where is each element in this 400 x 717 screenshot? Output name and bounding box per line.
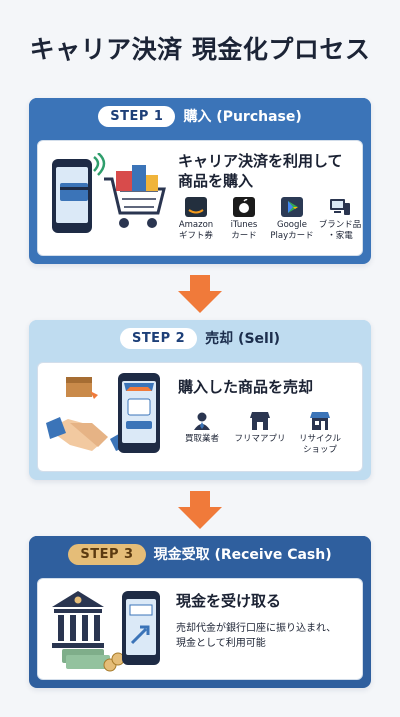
step-1-card: STEP 1 購入 (Purchase) キャリア決済を利用して 商品を購入 xyxy=(29,98,371,264)
item-buyer: 買取業者 xyxy=(174,411,230,456)
step-3-description-line-1: 売却代金が銀行口座に振り込まれ、 xyxy=(176,623,337,634)
item-google-play-label: Google Playカード xyxy=(270,220,314,241)
step-2-item-row: 買取業者 フリマアプリ リサイクル ショップ xyxy=(174,411,350,456)
item-flea-market-app: フリマアプリ xyxy=(230,411,290,456)
bank-cash-illustration xyxy=(52,591,160,672)
arrow-down-icon xyxy=(178,491,222,529)
item-recycle-shop: リサイクル ショップ xyxy=(290,411,350,456)
step-2-card: STEP 2 売却 (Sell) 購入した商品を売却 xyxy=(29,320,371,480)
item-flea-market-app-label: フリマアプリ xyxy=(234,434,286,444)
phone-cart-illustration xyxy=(52,153,166,233)
step-3-title: 現金受取 (Receive Cash) xyxy=(153,547,332,563)
item-google-play: Google Playカード xyxy=(268,197,316,242)
step-1-headline-line-1: キャリア決済を利用して xyxy=(178,152,343,170)
step-3-headline: 現金を受け取る xyxy=(176,591,281,611)
step-3-header: STEP 3 現金受取 (Receive Cash) xyxy=(29,536,371,572)
step-1-header: STEP 1 購入 (Purchase) xyxy=(29,98,371,134)
item-brand-appliance: ブランド品 ・家電 xyxy=(316,197,364,242)
step-3-body: 現金を受け取る 売却代金が銀行口座に振り込まれ、 現金として利用可能 xyxy=(37,578,363,680)
step-2-header: STEP 2 売却 (Sell) xyxy=(29,320,371,356)
item-buyer-label: 買取業者 xyxy=(184,434,219,444)
step-2-badge: STEP 2 xyxy=(119,327,198,349)
item-amazon: Amazon ギフト券 xyxy=(172,197,220,242)
item-recycle-shop-label: リサイクル ショップ xyxy=(298,434,342,455)
step-1-item-row: Amazon ギフト券 iTunes カード Google Playカード xyxy=(172,197,364,242)
step-3-card: STEP 3 現金受取 (Receive Cash) 現金を受け取る xyxy=(29,536,371,688)
handshake-phone-illustration xyxy=(46,373,160,453)
step-2-title: 売却 (Sell) xyxy=(205,331,281,347)
step-1-headline: キャリア決済を利用して 商品を購入 xyxy=(178,151,343,191)
google-play-icon xyxy=(281,197,303,217)
step-1-badge: STEP 1 xyxy=(98,105,176,127)
devices-icon xyxy=(330,199,350,215)
step-3-description-line-2: 現金として利用可能 xyxy=(176,638,266,649)
step-1-title: 購入 (Purchase) xyxy=(183,109,302,125)
page-title: キャリア決済 現金化プロセス xyxy=(29,35,371,64)
item-amazon-label: Amazon ギフト券 xyxy=(178,220,214,241)
apple-icon xyxy=(233,197,255,217)
step-2-headline-line-1: 購入した商品を売却 xyxy=(178,378,314,396)
step-2-headline: 購入した商品を売却 xyxy=(178,377,313,397)
step-2-body: 購入した商品を売却 買取業者 フリマアプリ xyxy=(37,362,363,472)
buyer-icon xyxy=(194,412,210,430)
item-itunes-label: iTunes カード xyxy=(230,220,258,241)
step-3-headline-line-1: 現金を受け取る xyxy=(176,592,282,610)
step-1-headline-line-2: 商品を購入 xyxy=(178,172,254,190)
item-brand-appliance-label: ブランド品 ・家電 xyxy=(318,220,362,241)
item-itunes: iTunes カード xyxy=(220,197,268,242)
step-1-body: キャリア決済を利用して 商品を購入 Amazon ギフト券 iTunes カード xyxy=(37,140,363,256)
recycle-shop-icon xyxy=(310,412,330,430)
store-icon xyxy=(250,412,270,430)
amazon-icon xyxy=(185,197,207,217)
arrow-down-icon xyxy=(178,275,222,313)
step-3-description: 売却代金が銀行口座に振り込まれ、 現金として利用可能 xyxy=(176,621,336,651)
step-3-badge: STEP 3 xyxy=(68,543,146,565)
